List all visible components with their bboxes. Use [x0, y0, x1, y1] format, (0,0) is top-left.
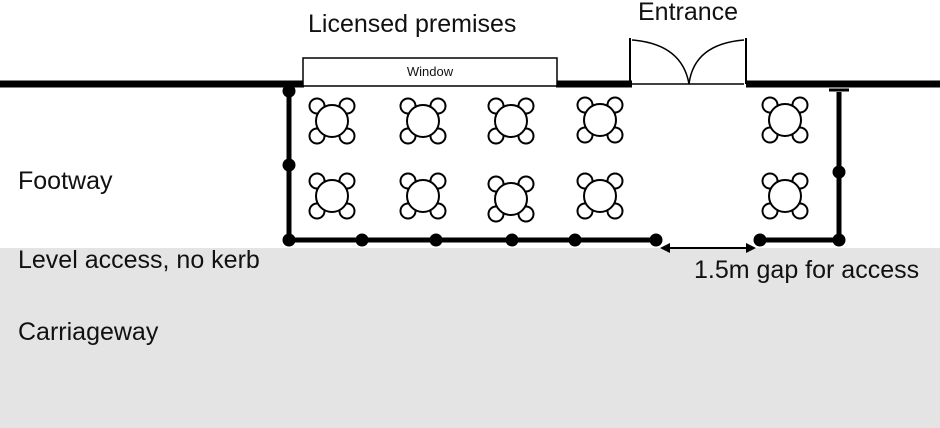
table-with-chairs-icon: [761, 172, 809, 220]
barrier-post-icon: [282, 84, 296, 98]
table-with-chairs-icon: [308, 97, 356, 145]
table-with-chairs-icon: [576, 172, 624, 220]
tables: [308, 96, 809, 223]
table-with-chairs-icon: [399, 172, 447, 220]
barrier-post-icon: [753, 233, 767, 247]
barrier-posts: [282, 84, 846, 247]
barrier-post-icon: [832, 233, 846, 247]
table-with-chairs-icon: [576, 96, 624, 144]
barrier-post-icon: [355, 233, 369, 247]
barrier-post-icon: [505, 233, 519, 247]
gap-arrow: [660, 243, 756, 253]
barrier-post-icon: [568, 233, 582, 247]
carriageway-area: [0, 248, 940, 428]
table-with-chairs-icon: [487, 97, 535, 145]
licensed-premises-label: Licensed premises: [308, 10, 517, 38]
barrier-post-icon: [832, 165, 846, 179]
level-access-label: Level access, no kerb: [18, 246, 260, 274]
entrance-doors: [629, 38, 748, 86]
barrier-post-icon: [649, 233, 663, 247]
table-with-chairs-icon: [308, 172, 356, 220]
access-gap-label: 1.5m gap for access: [694, 256, 920, 284]
table-with-chairs-icon: [399, 97, 447, 145]
entrance-label: Entrance: [638, 0, 739, 26]
window: [302, 57, 558, 87]
barrier-post-icon: [429, 233, 443, 247]
table-with-chairs-icon: [761, 96, 809, 144]
barrier-post-icon: [282, 158, 296, 172]
table-with-chairs-icon: [487, 175, 535, 223]
barrier-post-icon: [282, 233, 296, 247]
carriageway-label: Carriageway: [18, 318, 159, 346]
window-label: Window: [406, 64, 454, 79]
double-door-icon: [630, 38, 748, 86]
footway-label: Footway: [18, 167, 113, 195]
